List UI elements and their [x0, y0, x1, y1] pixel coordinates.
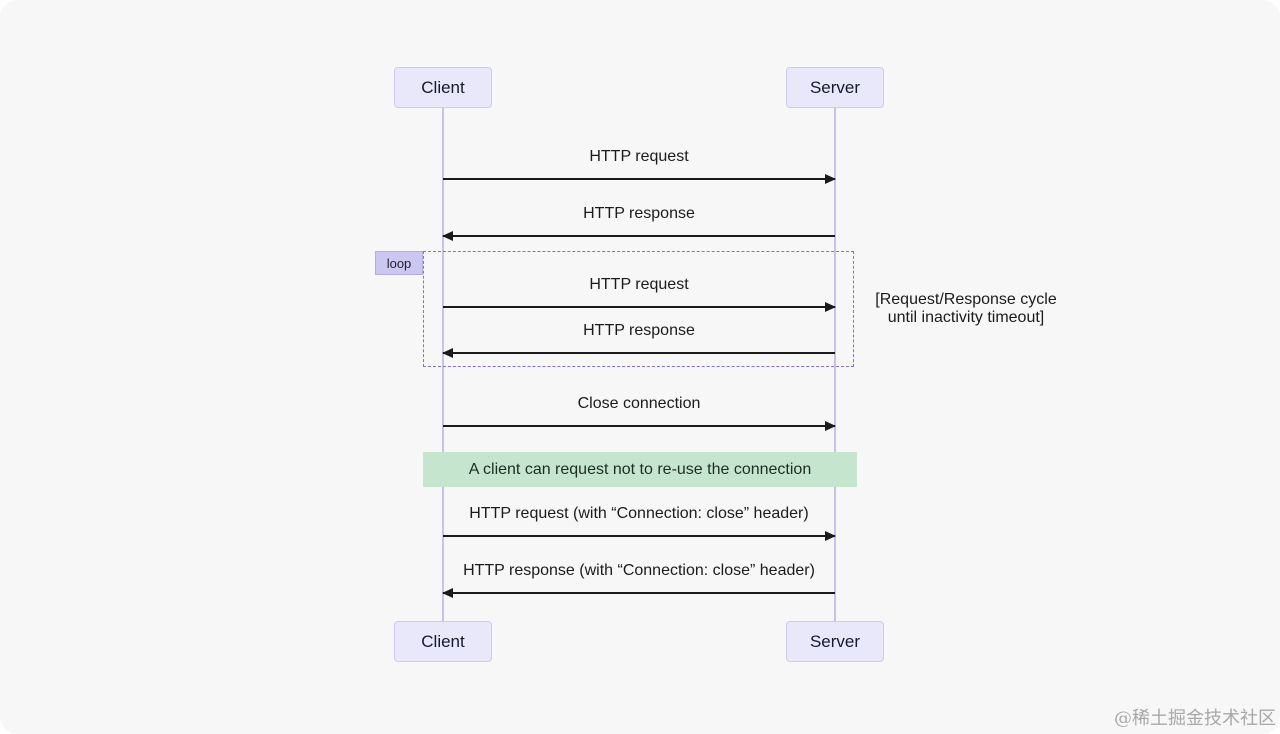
message-label: HTTP response: [583, 322, 695, 339]
actor-client-top: Client: [394, 67, 492, 108]
client-lifeline: [442, 108, 444, 621]
loop-label: loop: [375, 251, 423, 275]
actor-label: Server: [809, 77, 861, 97]
message-http-request-loop: HTTP request: [443, 275, 836, 312]
arrow-left-icon: [442, 231, 835, 241]
message-label: HTTP request (with “Connection: close” h…: [469, 505, 809, 522]
message-label: HTTP request: [589, 276, 689, 293]
loop-annotation: [Request/Response cycle until inactivity…: [860, 291, 1072, 327]
loop-fragment-box: [423, 251, 854, 367]
watermark: @稀土掘金技术社区: [1114, 708, 1276, 729]
actor-client-bottom: Client: [394, 621, 492, 662]
actor-label: Client: [421, 77, 465, 97]
arrow-right-icon: [443, 421, 836, 431]
server-lifeline: [834, 108, 836, 621]
message-label: Close connection: [577, 395, 701, 412]
arrow-left-icon: [442, 348, 835, 358]
message-label: HTTP response: [583, 205, 695, 222]
actor-label: Server: [809, 631, 861, 651]
actor-server-bottom: Server: [786, 621, 884, 662]
message-http-response-loop: HTTP response: [442, 321, 835, 358]
message-label: HTTP request: [589, 148, 689, 165]
loop-annotation-line: [Request/Response cycle: [875, 291, 1057, 308]
message-http-response-1: HTTP response: [442, 204, 835, 241]
message-label: HTTP response (with “Connection: close” …: [463, 562, 815, 579]
arrow-right-icon: [443, 531, 836, 541]
message-http-request-1: HTTP request: [443, 147, 836, 184]
note-box: A client can request not to re-use the c…: [423, 452, 857, 487]
arrow-right-icon: [443, 302, 836, 312]
message-close-connection: Close connection: [443, 394, 836, 431]
loop-annotation-line: until inactivity timeout]: [887, 309, 1045, 326]
actor-label: Client: [421, 631, 465, 651]
message-http-request-connection-close: HTTP request (with “Connection: close” h…: [443, 504, 836, 541]
actor-server-top: Server: [786, 67, 884, 108]
arrow-left-icon: [442, 588, 835, 598]
message-http-response-connection-close: HTTP response (with “Connection: close” …: [442, 561, 835, 598]
arrow-right-icon: [443, 174, 836, 184]
